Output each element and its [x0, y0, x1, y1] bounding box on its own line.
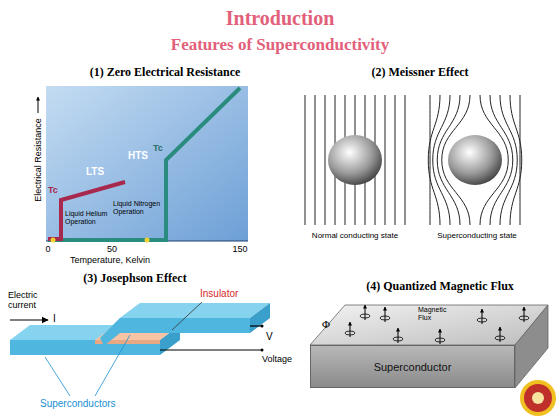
normal-sphere	[328, 135, 382, 185]
meissner-field-lines	[305, 95, 522, 225]
state-caption: Normal conducting state	[312, 231, 398, 240]
slide-subtitle: Features of Superconductivity	[171, 35, 389, 55]
flux-loop	[345, 331, 355, 335]
field-line	[395, 95, 396, 225]
flux-loop	[380, 316, 390, 320]
axis-tick: 0	[45, 244, 50, 254]
flux-loop	[495, 336, 505, 340]
superconducting-sphere	[448, 135, 502, 185]
field-line	[315, 95, 316, 225]
current-label: Electric current	[8, 290, 54, 311]
operation-note: Liquid Helium Operation	[65, 210, 113, 226]
curve-label: HTS	[128, 150, 148, 162]
part-label: Superconductors	[40, 398, 116, 410]
panel-heading: (4) Quantized Magnetic Flux	[366, 280, 514, 294]
slab-label: Superconductor	[374, 361, 452, 373]
panel-heading: (2) Meissner Effect	[371, 66, 468, 80]
flux-loop	[435, 338, 445, 342]
curve-label: LTS	[86, 166, 104, 178]
operation-note: Liquid Nitrogen Operation	[113, 200, 165, 216]
resistance-chart	[38, 86, 248, 243]
flux-symbol: Φ	[322, 318, 330, 331]
field-line	[520, 95, 521, 225]
field-line	[510, 95, 522, 225]
voltage-symbol: V	[266, 331, 273, 343]
flux-label: Magnetic Flux	[418, 306, 458, 322]
axis-tick: 50	[107, 244, 117, 254]
slide-title: Introduction	[226, 7, 335, 30]
tc-label: Tc	[48, 185, 58, 195]
field-line	[305, 95, 306, 225]
logo	[520, 380, 556, 416]
flux-quanta	[345, 305, 529, 344]
flux-loop	[360, 314, 370, 318]
voltage-label: Voltage	[262, 354, 292, 364]
panel-heading: (3) Josephson Effect	[83, 272, 186, 286]
part-label: Insulator	[200, 288, 238, 300]
field-line	[385, 95, 386, 225]
state-caption: Superconducting state	[437, 231, 517, 240]
axis-title: Temperature, Kelvin	[70, 255, 150, 265]
tc-label: Tc	[153, 143, 163, 153]
field-line	[430, 95, 431, 225]
field-line	[428, 95, 440, 225]
field-line	[405, 95, 406, 225]
axis-tick: 150	[232, 244, 247, 254]
flux-loop	[519, 316, 529, 320]
josephson-junction	[10, 302, 270, 396]
field-line	[325, 95, 326, 225]
flux-loop	[477, 318, 487, 322]
superconductor-slab	[310, 305, 548, 388]
superconductor-face: Superconductor	[310, 345, 515, 388]
panel-heading: (1) Zero Electrical Resistance	[90, 66, 241, 80]
flux-loop	[393, 337, 403, 341]
axis-title: Electrical Resistance	[33, 118, 43, 202]
current-symbol: I	[53, 313, 56, 325]
field-line	[500, 95, 517, 225]
